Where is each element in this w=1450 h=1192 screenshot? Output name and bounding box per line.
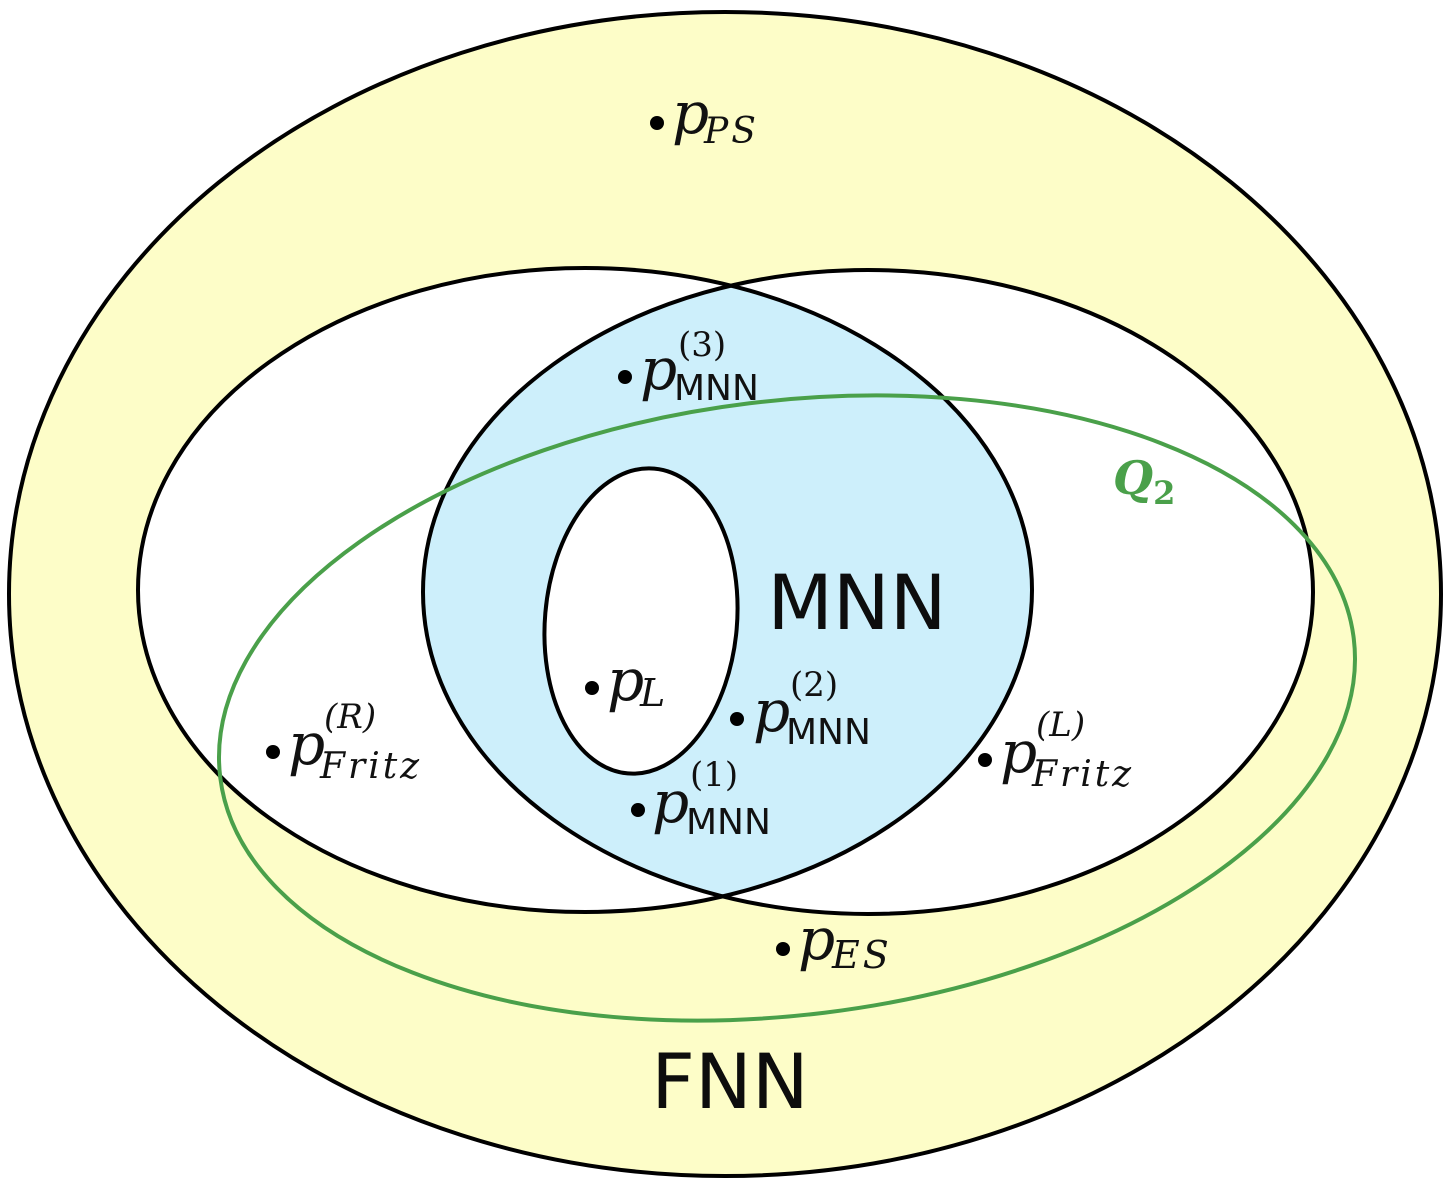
svg-text:MNN: MNN <box>786 712 871 753</box>
svg-text:p: p <box>753 677 790 745</box>
point-p-fritz-r: p (R) Fritz <box>266 697 422 787</box>
point-p-mnn-1: p (1) MNN <box>631 755 771 843</box>
fnn-label: FNN <box>651 1037 808 1126</box>
svg-text:p: p <box>640 335 677 403</box>
svg-text:MNN: MNN <box>686 802 771 843</box>
svg-text:p: p <box>652 768 689 836</box>
point-p-ps: p PS <box>650 79 759 152</box>
svg-text:Fritz: Fritz <box>1031 754 1134 795</box>
svg-text:p: p <box>607 646 644 714</box>
svg-text:(3): (3) <box>678 325 726 365</box>
local-set-ellipse <box>542 466 740 776</box>
point-p-es: p ES <box>776 905 892 977</box>
svg-text:PS: PS <box>703 111 759 152</box>
svg-text:MNN: MNN <box>674 368 759 409</box>
point-p-fritz-l: p (L) Fritz <box>978 705 1134 795</box>
point-p-l: p L <box>585 646 665 715</box>
svg-text:p: p <box>672 79 709 147</box>
mnn-label: MNN <box>767 558 946 647</box>
svg-text:(1): (1) <box>690 755 738 795</box>
svg-text:ES: ES <box>831 933 892 977</box>
svg-text:p: p <box>1000 718 1037 786</box>
left-set-outline <box>136 266 1034 914</box>
svg-text:(R): (R) <box>324 697 376 737</box>
svg-text:p: p <box>288 710 325 778</box>
q2-label: Q2 <box>1113 451 1175 512</box>
point-p-mnn-2: p (2) MNN <box>730 665 871 753</box>
svg-text:p: p <box>798 905 835 973</box>
svg-text:(L): (L) <box>1036 705 1085 745</box>
svg-text:(2): (2) <box>790 665 838 705</box>
q2-ellipse <box>217 393 1357 1023</box>
point-p-mnn-3: p (3) MNN <box>618 325 759 409</box>
right-set-outline <box>421 268 1315 916</box>
svg-text:L: L <box>639 671 665 715</box>
svg-text:Fritz: Fritz <box>319 746 422 787</box>
